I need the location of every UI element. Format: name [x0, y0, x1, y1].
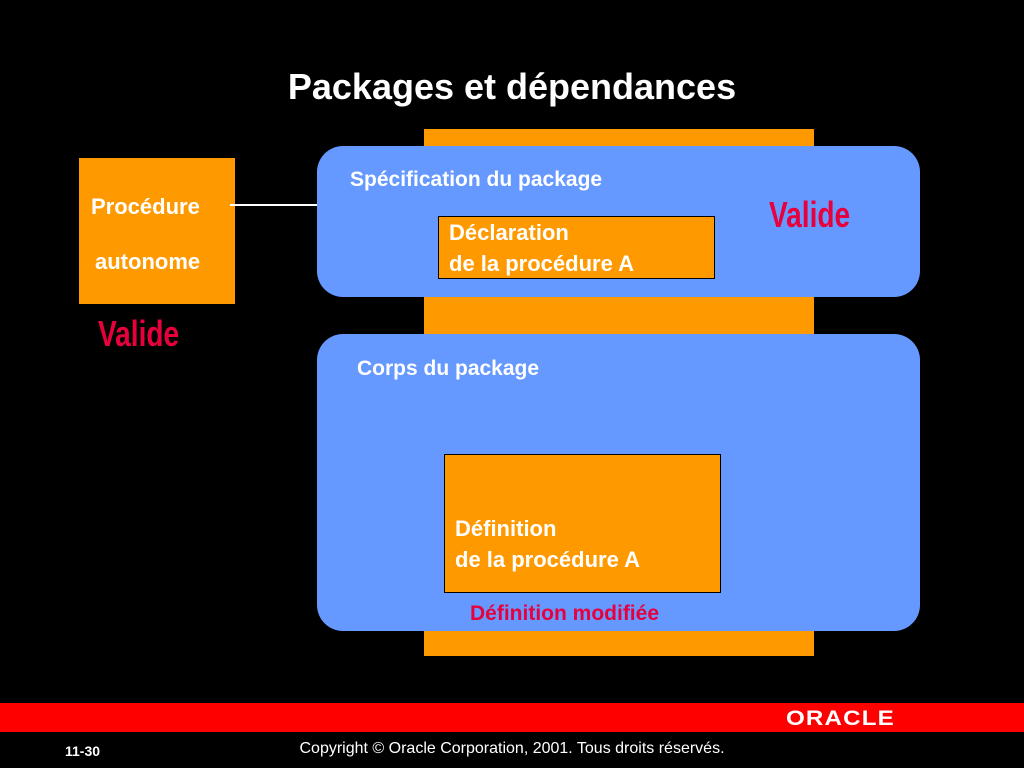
copyright-text: Copyright © Oracle Corporation, 2001. To… — [299, 740, 725, 757]
body-label: Corps du package — [357, 357, 540, 380]
page-number: 11-30 — [65, 743, 101, 759]
oracle-logo: ORACLE — [786, 707, 895, 730]
footer-bar — [0, 703, 1024, 732]
definition-line2: de la procédure A — [455, 547, 641, 572]
standalone-status-valide: Valide — [98, 313, 180, 354]
specification-status-valide: Valide — [769, 194, 851, 235]
slide-title: Packages et dépendances — [287, 66, 737, 107]
standalone-label-line1: Procédure — [91, 194, 200, 219]
definition-box: Définition de la procédure A — [444, 454, 721, 593]
definition-modified-note: Définition modifiée — [470, 602, 659, 625]
package-body-box: Corps du package Définition de la procéd… — [317, 334, 920, 631]
declaration-line1: Déclaration — [449, 220, 569, 245]
declaration-box: Déclaration de la procédure A — [438, 216, 715, 279]
definition-line1: Définition — [455, 516, 557, 541]
package-specification-box: Spécification du package Valide Déclarat… — [317, 146, 920, 297]
declaration-line2: de la procédure A — [449, 251, 635, 276]
standalone-label-line2: autonome — [95, 249, 201, 274]
specification-label: Spécification du package — [350, 168, 603, 191]
standalone-procedure-box: Procédure autonome — [79, 158, 235, 304]
